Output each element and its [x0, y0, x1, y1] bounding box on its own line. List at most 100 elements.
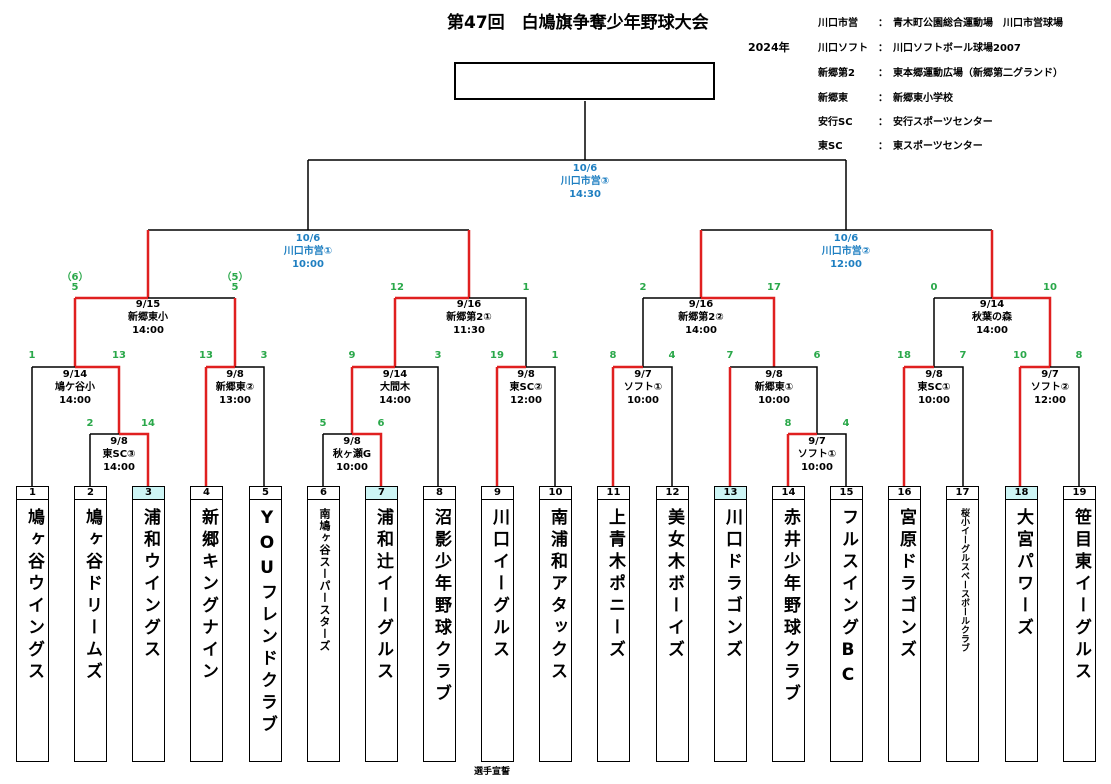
team-name: フルスイングBC [838, 508, 858, 690]
team-number: 1 [17, 487, 48, 500]
team-name: 浦和ウイングス [140, 508, 160, 662]
team-name: 浦和辻イーグルス [373, 508, 393, 684]
venue-colon: ： [878, 18, 888, 29]
bracket-line [395, 366, 439, 486]
score: 2 [639, 282, 647, 293]
match-info-semi: 10/6 川口市営② 12:00 [821, 233, 871, 270]
score: （5） [221, 272, 249, 283]
team-number: 14 [773, 487, 804, 500]
score: 4 [842, 418, 850, 429]
team-name: 笹目東イーグルス [1071, 508, 1091, 684]
venue-colon: ： [878, 141, 888, 152]
score: 1 [522, 282, 530, 293]
match-info-semi: 10/6 川口市営① 10:00 [283, 233, 333, 270]
team-name: 新郷キングナイン [198, 508, 218, 684]
bracket-line [495, 365, 526, 486]
bracket-line [119, 432, 150, 486]
team-card: 7 浦和辻イーグルス [365, 486, 398, 762]
team-name: 大宮パワーズ [1013, 508, 1033, 640]
score: 19 [490, 350, 504, 361]
score: 10 [1043, 282, 1057, 293]
venue-key: 川口市営 [818, 18, 858, 29]
match-info-r2: 9/14 大間木 14:00 [379, 369, 411, 406]
team-card: 8 沼影少年野球クラブ [423, 486, 456, 762]
team-number: 8 [424, 487, 455, 500]
match-info-r2: 9/8 新郷東② 13:00 [215, 369, 255, 406]
venue-key: 川口ソフト [818, 43, 868, 54]
venue-value: 青木町公園総合運動場 川口市営球場 [893, 18, 1063, 29]
match-info-r2: 9/8 東SC② 12:00 [509, 369, 543, 406]
venue-colon: ： [878, 117, 888, 128]
bracket-line [322, 433, 352, 486]
score: 7 [726, 350, 734, 361]
score: 5 [319, 418, 327, 429]
venue-value: 東スポーツセンター [893, 141, 983, 152]
bracket-line [75, 365, 121, 434]
score: 4 [668, 350, 676, 361]
score: 0 [930, 282, 938, 293]
score: 7 [959, 350, 967, 361]
page-title: 第47回 白鳩旗争奪少年野球大会 [447, 13, 709, 33]
venue-colon: ： [878, 93, 888, 104]
team-card: 1 鳩ヶ谷ウイングス [16, 486, 49, 762]
team-number: 4 [191, 487, 222, 500]
champion-box [454, 62, 715, 100]
score: 1 [551, 350, 559, 361]
score: 8 [1075, 350, 1083, 361]
team-name: 上青木ポニーズ [605, 508, 625, 662]
team-name: 沼影少年野球クラブ [431, 508, 451, 706]
match-info-r2: 9/7 ソフト① 10:00 [623, 369, 663, 406]
team-name: YOUフレンドクラブ [257, 508, 277, 737]
bracket-line [469, 297, 527, 367]
bracket-line [902, 365, 934, 486]
bracket-line [1018, 365, 1050, 486]
match-info-r2: 9/14 鳩ケ谷小 14:00 [55, 369, 95, 406]
team-name: 南鳩ヶ谷スーパースターズ [318, 508, 331, 652]
score: 1 [28, 350, 36, 361]
team-card: 6 南鳩ヶ谷スーパースターズ [307, 486, 340, 762]
team-name: 桜小イーグルスベースボールクラブ [959, 508, 969, 652]
score: 12 [390, 282, 404, 293]
match-info-qf: 9/16 新郷第2② 14:00 [678, 299, 724, 336]
team-card: 3 浦和ウイングス [132, 486, 165, 762]
venue-key: 安行SC [818, 117, 853, 128]
team-card: 14 赤井少年野球クラブ [772, 486, 805, 762]
venue-key: 東SC [818, 141, 843, 152]
team-number: 6 [308, 487, 339, 500]
score: 8 [784, 418, 792, 429]
team-name: 川口ドラゴンズ [722, 508, 742, 662]
bracket-line [701, 296, 776, 367]
match-info-final: 10/6 川口市営③ 14:30 [560, 163, 610, 200]
team-number: 16 [889, 487, 920, 500]
score: 13 [199, 350, 213, 361]
team-name: 鳩ヶ谷ウイングス [24, 508, 44, 684]
venue-value: 新郷東小学校 [893, 93, 953, 104]
bracket-line [352, 432, 383, 486]
team-number: 19 [1064, 487, 1095, 500]
year-label: 2024年 [748, 41, 790, 54]
venue-key: 新郷東 [818, 93, 848, 104]
team-number: 5 [250, 487, 281, 500]
bracket-line [73, 296, 148, 367]
oath-label: 選手宣誓 [474, 767, 511, 777]
match-info-r1: 9/8 東SC③ 14:00 [102, 436, 136, 473]
team-number: 2 [75, 487, 106, 500]
team-number: 3 [133, 487, 164, 500]
bracket-line [992, 296, 1052, 367]
bracket-line [611, 365, 643, 486]
team-number: 7 [366, 487, 397, 500]
score: （6） [61, 272, 89, 283]
score: 3 [434, 350, 442, 361]
bracket-line [699, 230, 994, 298]
team-name: 赤井少年野球クラブ [780, 508, 800, 706]
